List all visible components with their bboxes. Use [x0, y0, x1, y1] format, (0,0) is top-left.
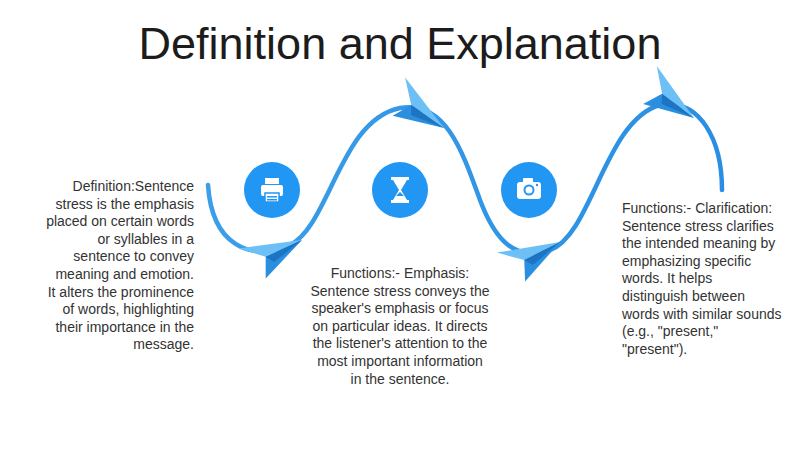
printer-icon	[261, 178, 283, 202]
icon-circle	[372, 162, 428, 218]
paper-plane	[632, 66, 704, 135]
explanation-text: Functions:- Clarification: Sentence stre…	[622, 200, 782, 358]
paper-plane	[239, 225, 311, 283]
paper-plane	[497, 227, 569, 287]
icon-circle	[501, 162, 557, 218]
camera-icon	[517, 178, 541, 199]
icon-circle	[244, 162, 300, 218]
paper-plane	[382, 77, 454, 145]
explanation-text: Functions:- Emphasis: Sentence stress co…	[310, 265, 490, 388]
diagram-title: Definition and Explanation	[0, 16, 800, 72]
hourglass-icon	[391, 177, 409, 203]
explanation-text: Definition:Sentence stress is the emphas…	[44, 178, 194, 354]
